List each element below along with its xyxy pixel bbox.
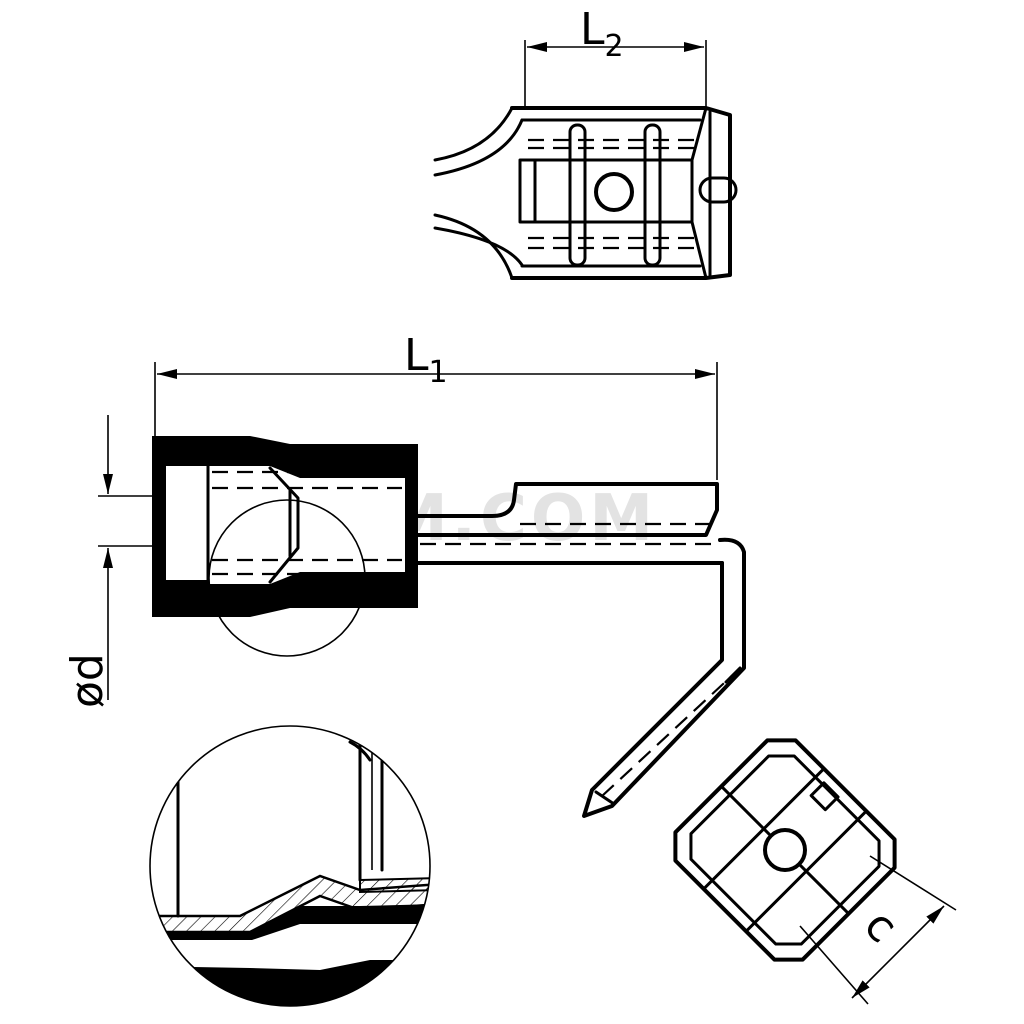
top-center-hole [594,172,634,212]
d-label: ød [62,653,113,708]
c-dimension: c [799,855,957,1005]
end-view-hole [763,828,807,872]
top-body-outline [510,106,732,280]
top-wire-upper-inner [433,118,524,177]
terminal-tongue [416,482,719,537]
top-wire-lower-inner [433,226,524,267]
top-wire-upper [433,106,514,162]
end-view-tab [809,781,840,812]
c-dimension-line [851,905,945,999]
l1-label: L1 [404,330,448,390]
top-side-tab [698,176,738,204]
detail-marker-circle [208,499,366,657]
c-label: c [854,900,907,953]
top-slot-right [643,123,662,267]
top-slot-left [568,123,587,267]
top-view: L2 [433,4,738,280]
end-view [673,738,897,962]
top-wire-lower [433,213,514,280]
l2-label: L2 [580,4,624,64]
detail-view [149,725,431,1007]
side-view: L1 ød [62,330,746,818]
top-inner-window [518,158,694,224]
detail-view-circle [149,725,431,1007]
end-view-outline [673,738,897,962]
terminal-blade-angled [582,537,746,818]
